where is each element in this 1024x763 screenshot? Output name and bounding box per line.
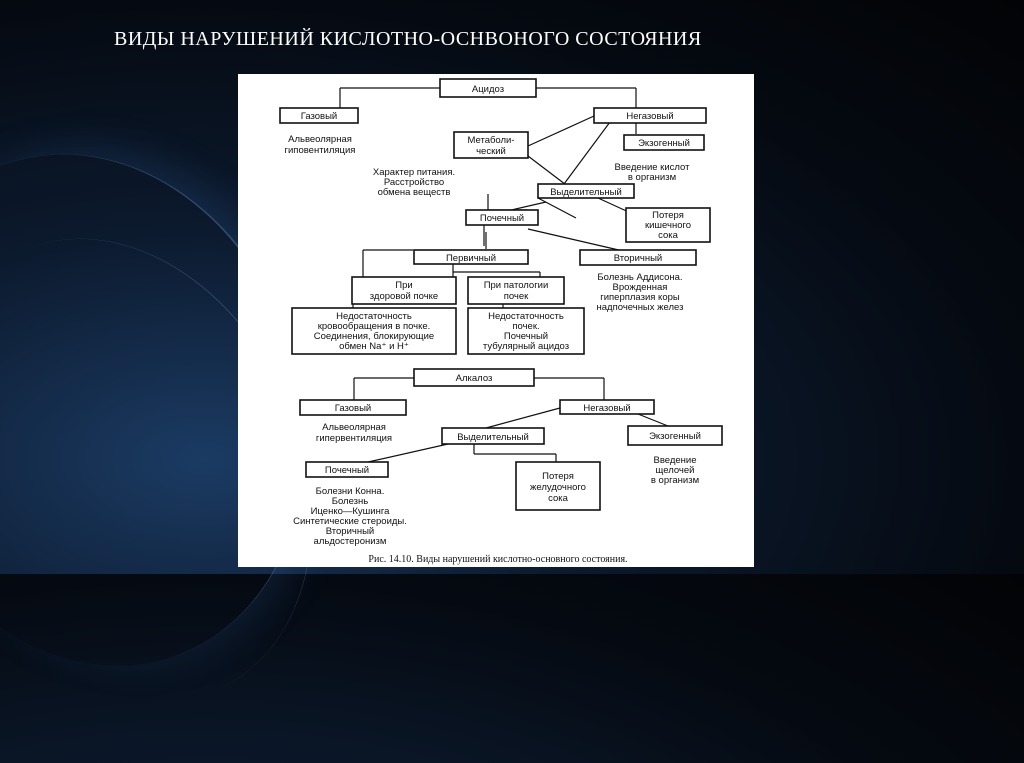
acidosis-healthy-desc-3: Соединения, блокирующие: [314, 331, 434, 342]
alkalosis-gas-box: [299, 399, 407, 416]
alkalosis-nongas-box: [559, 399, 655, 415]
alkalosis-excretory-label: Выделительный: [457, 432, 529, 443]
alkalosis-connectors: [353, 377, 669, 463]
acidosis-gas-label: Газовый: [301, 111, 338, 122]
alkalosis-renal-desc-3: Иценко—Кушинга: [311, 506, 390, 517]
acidosis-exogenous-desc-2: в организм: [628, 172, 676, 183]
acidosis-metabolic-desc-3: обмена веществ: [378, 187, 451, 198]
acidosis-healthy-kidney-label-2: здоровой почке: [370, 291, 438, 302]
alkalosis-excretory-box: [441, 427, 545, 445]
alkalosis-renal-desc-2: Болезнь: [332, 496, 369, 507]
acidosis-metabolic-label-2: ческий: [476, 146, 506, 157]
alkalosis-renal-desc-1: Болезни Конна.: [316, 486, 385, 497]
alkalosis-exogenous-desc-3: в организм: [651, 475, 699, 486]
alkalosis-gastric-label-2: желудочного: [530, 482, 586, 493]
acidosis-pathology-desc-2: почек.: [512, 321, 539, 332]
acidosis-intestinal-label-1: Потеря: [652, 210, 684, 221]
acidosis-metabolic-desc-1: Характер питания.: [373, 167, 455, 178]
acidosis-healthy-desc-4: обмен Na⁺ и H⁺: [339, 341, 409, 352]
acidosis-secondary-desc-1: Болезнь Аддисона.: [597, 272, 682, 283]
alkalosis-exogenous-label: Экзогенный: [649, 431, 701, 442]
acidosis-healthy-desc-2: кровообращения в почке.: [318, 321, 431, 332]
acidosis-secondary-desc-4: надпочечных желез: [597, 302, 684, 313]
acidosis-exogenous-box: [623, 134, 705, 151]
acidosis-metabolic-desc-2: Расстройство: [384, 177, 444, 188]
acidosis-gas-desc-2: гиповентиляция: [285, 145, 356, 156]
acidosis-healthy-desc-1: Недостаточность: [336, 311, 412, 322]
alkalosis-gas-desc-2: гипервентиляция: [316, 433, 392, 444]
alkalosis-gas-label: Газовый: [335, 403, 372, 414]
acidosis-renal-label: Почечный: [480, 213, 524, 224]
acidosis-secondary-box: [579, 249, 697, 266]
figure-caption: Рис. 14.10. Виды нарушений кислотно-осно…: [368, 554, 627, 565]
acidosis-renal-box: [465, 209, 539, 226]
alkalosis-gas-desc-1: Альвеолярная: [322, 422, 386, 433]
acidosis-excretory-label: Выделительный: [550, 187, 622, 198]
alkalosis-nongas-label: Негазовый: [583, 403, 630, 414]
alkalosis-renal-box: [305, 461, 389, 478]
acidosis-nongas-box: [593, 107, 707, 124]
acidosis-intestinal-label-3: сока: [658, 230, 679, 241]
acidosis-root-label: Ацидоз: [472, 84, 504, 95]
alkalosis-renal-desc-5: Вторичный: [326, 526, 374, 537]
acidosis-primary-label: Первичный: [446, 253, 496, 264]
classification-diagram: Ацидоз Газовый Альвеолярная гиповентиляц…: [279, 78, 723, 565]
alkalosis-exogenous-desc-1: Введение: [653, 455, 696, 466]
alkalosis-root-label: Алкалоз: [456, 373, 493, 384]
acidosis-gas-box: [279, 107, 359, 124]
acidosis-pathology-desc-box: [467, 307, 585, 355]
alkalosis-renal-label: Почечный: [325, 465, 369, 476]
acidosis-intestinal-label-2: кишечного: [645, 220, 691, 231]
slide-title: ВИДЫ НАРУШЕНИЙ КИСЛОТНО-ОСНВОНОГО СОСТОЯ…: [114, 28, 702, 50]
acidosis-exogenous-desc-1: Введение кислот: [615, 162, 691, 173]
alkalosis-root-box: [413, 368, 535, 387]
acidosis-exogenous-label: Экзогенный: [638, 138, 690, 149]
acidosis-metabolic-label-1: Метаболи-: [467, 135, 514, 146]
acidosis-pathology-desc-1: Недостаточность: [488, 311, 564, 322]
acidosis-secondary-label: Вторичный: [614, 253, 662, 264]
acidosis-metabolic-box: [453, 131, 529, 159]
alkalosis-renal-desc-4: Синтетические стероиды.: [293, 516, 407, 527]
acidosis-healthy-kidney-box: [351, 276, 457, 305]
acidosis-root-box: [439, 78, 537, 98]
alkalosis-renal-desc-6: альдостеронизм: [314, 536, 387, 547]
acidosis-secondary-desc-3: гиперплазия коры: [600, 292, 680, 303]
acidosis-kidney-pathology-box: [467, 276, 565, 305]
acidosis-healthy-desc-box: [291, 307, 457, 355]
acidosis-intestinal-box: [625, 207, 711, 243]
alkalosis-gastric-label-3: сока: [548, 493, 569, 504]
acidosis-gas-desc-1: Альвеолярная: [288, 134, 352, 145]
acidosis-healthy-kidney-label-1: При: [395, 280, 412, 291]
acidosis-pathology-desc-3: Почечный: [504, 331, 548, 342]
diagram-figure: Ацидоз Газовый Альвеолярная гиповентиляц…: [238, 74, 754, 567]
acidosis-primary-box: [413, 249, 529, 265]
acidosis-kidney-pathology-label-1: При патологии: [484, 280, 549, 291]
acidosis-secondary-desc-2: Врожденная: [613, 282, 668, 293]
alkalosis-gastric-box: [515, 461, 601, 511]
acidosis-nongas-label: Негазовый: [626, 111, 673, 122]
acidosis-excretory-box: [537, 183, 635, 199]
acidosis-kidney-pathology-label-2: почек: [504, 291, 529, 302]
acidosis-pathology-desc-4: тубулярный ацидоз: [483, 341, 569, 352]
alkalosis-exogenous-box: [627, 425, 723, 446]
alkalosis-exogenous-desc-2: щелочей: [656, 465, 695, 476]
alkalosis-gastric-label-1: Потеря: [542, 471, 574, 482]
